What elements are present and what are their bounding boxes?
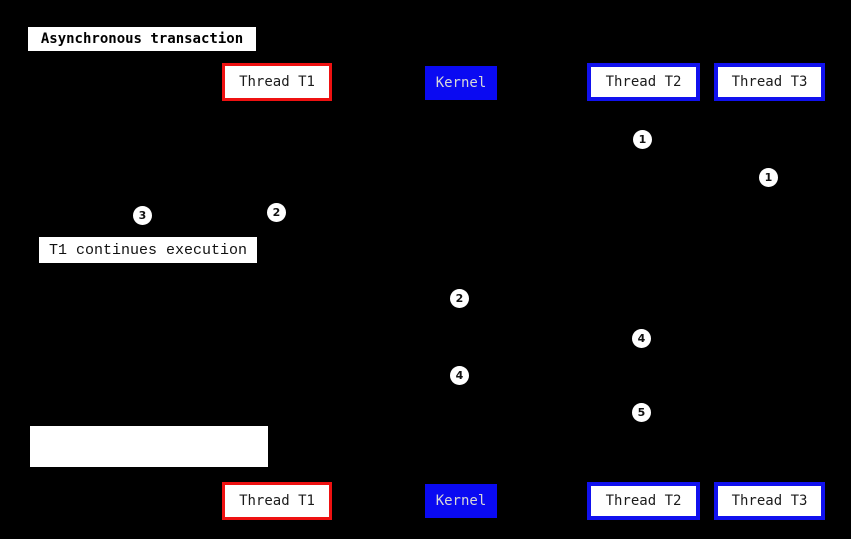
marker-5-thread-t2: 5 bbox=[632, 403, 651, 422]
marker-2-kernel: 2 bbox=[450, 289, 469, 308]
actor-thread-t1-top: Thread T1 bbox=[222, 63, 332, 101]
note-empty-box bbox=[30, 426, 268, 467]
actor-label: Thread T3 bbox=[731, 493, 808, 509]
marker-4-kernel: 4 bbox=[450, 366, 469, 385]
actor-label: Thread T3 bbox=[731, 74, 808, 90]
actor-label: Thread T1 bbox=[239, 493, 315, 509]
actor-thread-t2-bottom: Thread T2 bbox=[587, 482, 700, 520]
actor-label: Thread T1 bbox=[239, 74, 315, 90]
actor-kernel-bottom: Kernel bbox=[425, 484, 497, 518]
actor-thread-t3-bottom: Thread T3 bbox=[714, 482, 825, 520]
marker-1-thread-t3: 1 bbox=[759, 168, 778, 187]
diagram-title: Asynchronous transaction bbox=[28, 27, 256, 51]
actor-kernel-top: Kernel bbox=[425, 66, 497, 100]
actor-thread-t1-bottom: Thread T1 bbox=[222, 482, 332, 520]
actor-label: Thread T2 bbox=[605, 493, 682, 509]
marker-3-note: 3 bbox=[133, 206, 152, 225]
actor-thread-t2-top: Thread T2 bbox=[587, 63, 700, 101]
marker-2-thread-t1: 2 bbox=[267, 203, 286, 222]
note-t1-continues-execution: T1 continues execution bbox=[39, 237, 257, 263]
marker-1-thread-t2: 1 bbox=[633, 130, 652, 149]
actor-label: Kernel bbox=[435, 493, 487, 509]
actor-label: Thread T2 bbox=[605, 74, 682, 90]
actor-thread-t3-top: Thread T3 bbox=[714, 63, 825, 101]
marker-4-thread-t2: 4 bbox=[632, 329, 651, 348]
actor-label: Kernel bbox=[435, 75, 487, 91]
